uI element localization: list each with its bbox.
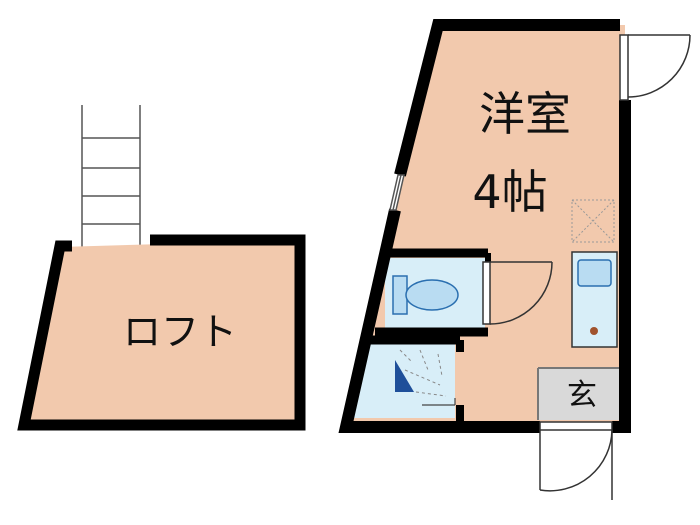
entrance-door [539,421,613,500]
toilet-fixture [392,275,459,315]
shower-fixture [395,349,456,406]
entrance-label: 玄 [567,378,597,413]
storage-box [571,199,615,243]
bathroom-door [482,261,553,325]
western-room-label-line1: 洋室 [479,87,571,141]
slanted-window [389,174,405,211]
main-unit: 洋室 4帖 玄 [338,19,691,500]
entrance-floor [538,368,625,420]
balcony-door [619,34,691,101]
kitchen-counter [571,251,618,348]
ladder [81,105,141,248]
western-room-label-line2: 4帖 [472,165,547,219]
interior-walls [365,248,491,427]
main-walls [338,19,631,433]
loft-walls [17,234,306,431]
loft-floor [24,240,300,425]
sink [577,259,612,287]
loft-label: ロフト [123,310,237,354]
stove-burner [590,327,598,335]
loft-area: ロフト [17,105,306,431]
